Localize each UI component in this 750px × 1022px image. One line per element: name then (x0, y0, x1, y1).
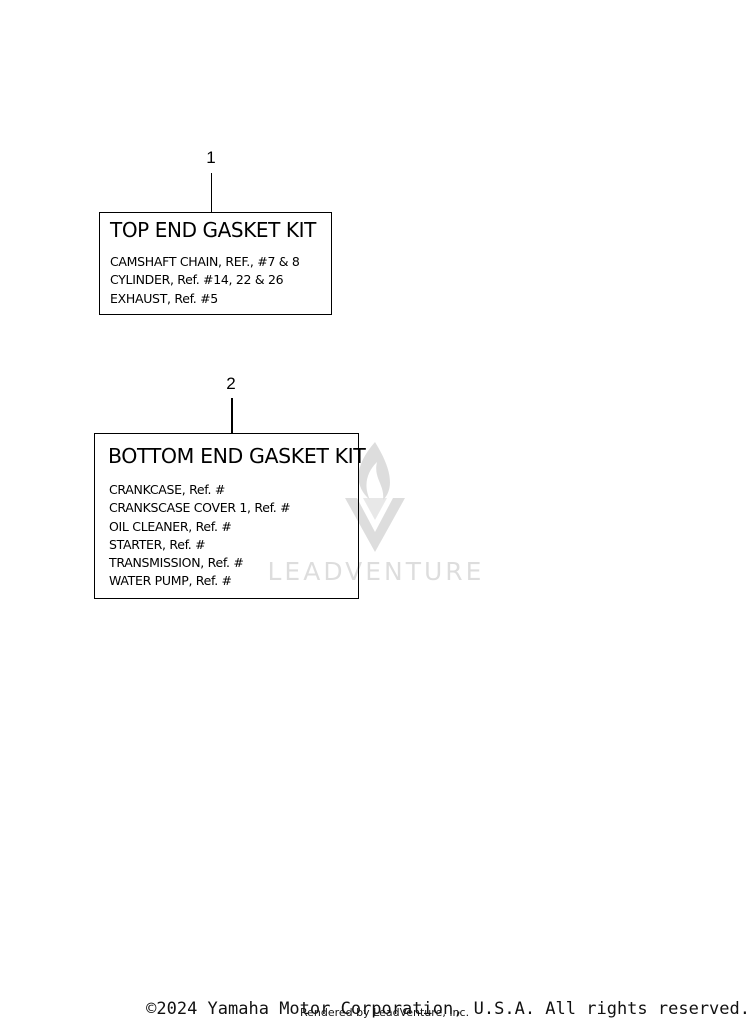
kit-item: OIL CLEANER, Ref. # (109, 518, 232, 534)
callout-number-1: 1 (206, 148, 216, 167)
kit-item: CRANKCASE, Ref. # (109, 482, 226, 497)
callout-number-2: 2 (226, 374, 236, 393)
kit-title: TOP END GASKET KIT (110, 218, 316, 242)
top-end-gasket-kit-box[interactable]: TOP END GASKET KIT CAMSHAFT CHAIN, REF.,… (99, 212, 332, 315)
kit-item-list: CAMSHAFT CHAIN, REF., #7 & 8 CYLINDER, R… (110, 253, 300, 308)
kit-title: BOTTOM END GASKET KIT (108, 444, 366, 468)
copyright-notice: ©2024 Yamaha Motor Corporation, U.S.A. A… (146, 999, 750, 1019)
kit-item: TRANSMISSION, Ref. # (109, 555, 244, 571)
kit-item: CRANKSCASE COVER 1, Ref. # (109, 500, 291, 516)
kit-item: CAMSHAFT CHAIN, REF., #7 & 8 (110, 254, 300, 269)
callout-leader-line-2 (231, 398, 233, 434)
kit-item: WATER PUMP, Ref. # (109, 573, 232, 589)
kit-item-list: CRANKCASE, Ref. # CRANKSCASE COVER 1, Re… (109, 481, 291, 591)
kit-item: CYLINDER, Ref. #14, 22 & 26 (110, 272, 284, 288)
kit-item: EXHAUST, Ref. #5 (110, 290, 218, 306)
rendered-by-credit: Rendered by LeadVenture, Inc. (300, 1006, 470, 1019)
callout-leader-line-1 (210, 173, 212, 213)
bottom-end-gasket-kit-box[interactable]: BOTTOM END GASKET KIT CRANKCASE, Ref. # … (94, 433, 366, 599)
kit-item: STARTER, Ref. # (109, 536, 206, 552)
